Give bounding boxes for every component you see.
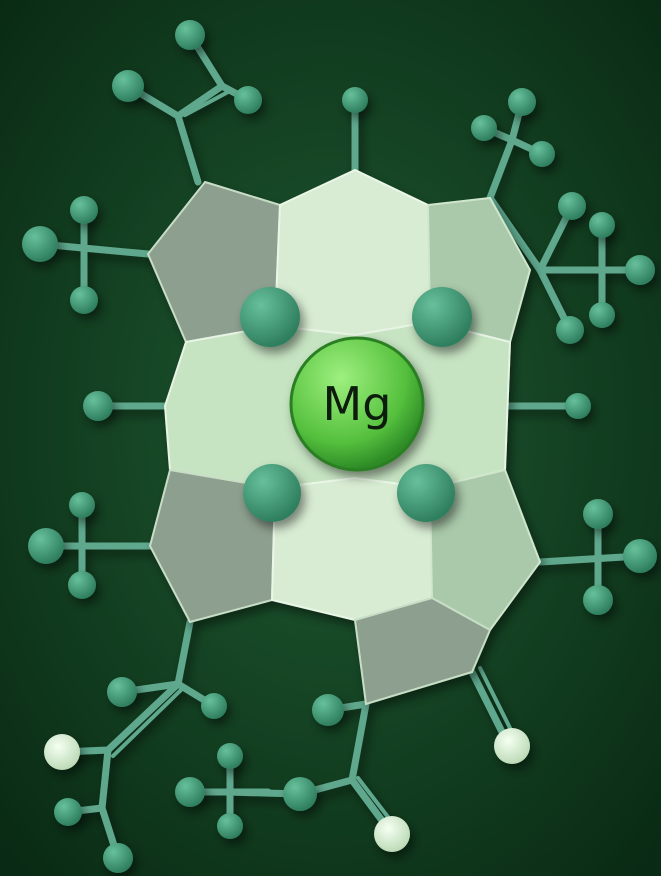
atom: [54, 798, 82, 826]
atom: [217, 813, 243, 839]
atom: [69, 492, 95, 518]
atom: [471, 115, 497, 141]
magnesium-atom: [289, 336, 425, 472]
magnesium-center: Mg: [289, 336, 425, 472]
ring-bottom-right: [428, 468, 542, 632]
atom: [83, 391, 113, 421]
atom: [508, 88, 536, 116]
magnesium-symbol: Mg: [323, 377, 392, 431]
atom: [342, 87, 368, 113]
atom: [70, 286, 98, 314]
atom: [175, 20, 205, 50]
atom: [70, 196, 98, 224]
nitrogen-atom-bottom-left: [243, 464, 301, 522]
atom: [583, 585, 613, 615]
nitrogen-atoms: [240, 287, 472, 522]
atom: [217, 743, 243, 769]
nitrogen-atom-top-left: [240, 287, 300, 347]
atom: [201, 693, 227, 719]
oxygen-atom: [44, 734, 80, 770]
atom: [583, 499, 613, 529]
oxygen-atom: [374, 816, 410, 852]
atom: [112, 70, 144, 102]
atom: [558, 192, 586, 220]
atom: [107, 677, 137, 707]
atom: [556, 316, 584, 344]
oxygen-atoms: [44, 728, 530, 852]
atom: [68, 571, 96, 599]
atom: [589, 212, 615, 238]
atom: [22, 226, 58, 262]
atom: [28, 528, 64, 564]
atom: [283, 777, 317, 811]
porphyrin-rings: [146, 168, 542, 706]
nitrogen-atom-bottom-right: [397, 464, 455, 522]
atom: [625, 255, 655, 285]
atom: [589, 302, 615, 328]
atom: [175, 777, 205, 807]
atom: [234, 86, 262, 114]
atom: [312, 694, 344, 726]
nitrogen-atom-top-right: [412, 287, 472, 347]
atom: [565, 393, 591, 419]
atom: [529, 141, 555, 167]
substituent-atoms: [22, 20, 657, 873]
oxygen-atom: [494, 728, 530, 764]
ring-bottom-extra: [353, 596, 492, 706]
atom: [103, 843, 133, 873]
atom: [623, 539, 657, 573]
